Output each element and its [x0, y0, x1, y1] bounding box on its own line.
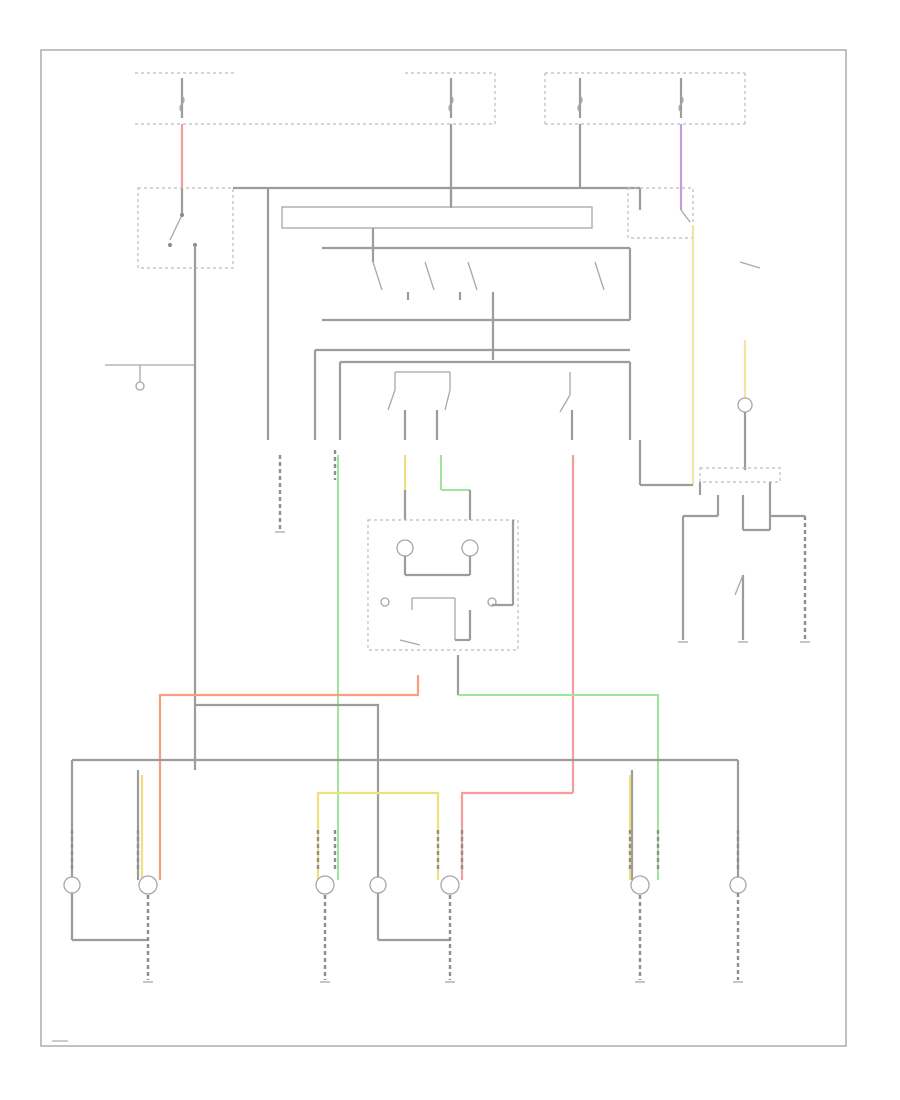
lamp-right-tail-stop-turn: [440, 875, 460, 980]
lamp-license: [369, 876, 450, 942]
lamp-front-left-turn-park: [138, 875, 158, 980]
yellow-park-wire: [316, 791, 440, 880]
lamp-front-right-side-marker: [729, 876, 747, 980]
right-ground-branches: [681, 495, 807, 640]
lamp-front-left-side-marker: [63, 876, 148, 942]
lamp-left-tail-stop-turn: [315, 875, 335, 980]
turn-hazard-switch-group: [322, 228, 632, 360]
lower-feed-wires: [158, 675, 659, 880]
hazard-indicator-ground: [105, 360, 197, 770]
ground-symbols: [143, 531, 810, 983]
combination-switch-box: [281, 206, 593, 229]
brake-switch-area: [627, 187, 781, 495]
turn-indicator-cluster: [367, 455, 519, 695]
headlight-switch: [137, 187, 234, 360]
diagram-frame: [40, 49, 847, 1047]
fuse-4: [678, 78, 684, 188]
lamp-front-right-turn-park: [630, 875, 650, 980]
fuse-3: [577, 78, 583, 188]
flasher-group: [313, 348, 632, 440]
fuse-box-header: [135, 72, 746, 125]
fuse-1: [179, 78, 185, 188]
lamp-connector-stubs: [70, 830, 740, 872]
